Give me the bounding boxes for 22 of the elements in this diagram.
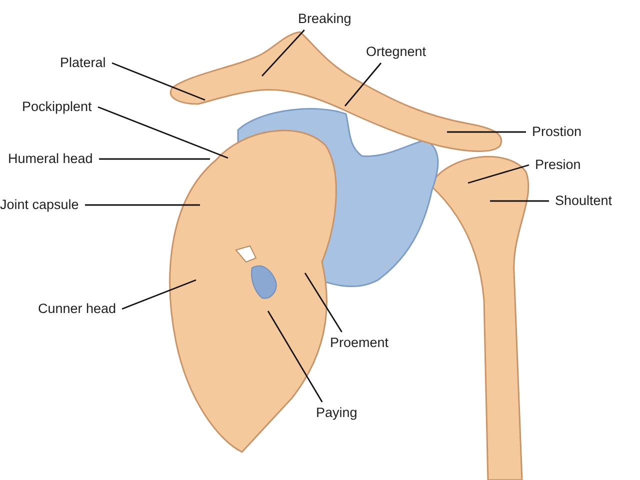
part-label: Plateral [60,55,106,71]
part-label: Joint capsule [0,197,79,213]
part-label: Cunner head [38,301,116,317]
part-label: Prostion [532,124,582,140]
leader-line [344,62,382,106]
part-label: Pockipplent [22,99,92,115]
leader-line [490,200,549,202]
part-label: Humeral head [8,151,93,167]
leader-line [99,158,210,160]
leader-line [98,106,228,159]
leader-line [122,279,196,310]
part-label: Shoultent [555,193,612,209]
leader-line [267,310,323,402]
part-label: Presion [535,157,581,173]
leader-line [447,131,526,133]
part-label: Paying [316,405,358,421]
leader-line [304,272,342,332]
leader-line [112,62,206,101]
part-label: Breaking [298,11,352,27]
part-label: Ortegnent [366,44,426,60]
part-label: Proement [330,335,389,351]
leader-line [85,204,200,206]
